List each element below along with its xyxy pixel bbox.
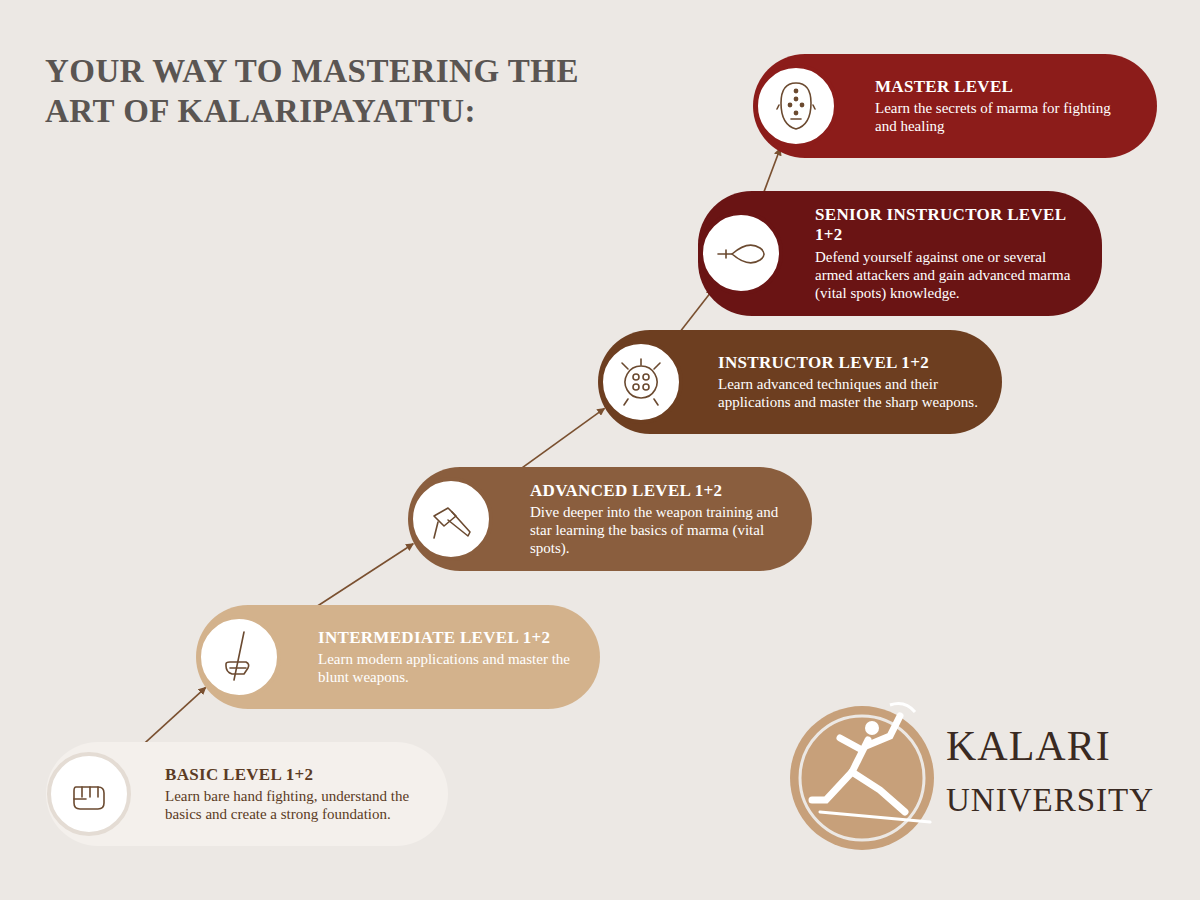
level-description: Defend yourself against one or several a…: [815, 248, 1080, 302]
icon-stroke: [230, 667, 246, 669]
icon-drawing: [74, 787, 104, 809]
level-text: ADVANCED LEVEL 1+2Dive deeper into the w…: [530, 467, 812, 571]
level-pill: ADVANCED LEVEL 1+2Dive deeper into the w…: [408, 467, 812, 571]
icon-ring: [199, 617, 279, 697]
icon-stroke: [624, 399, 658, 405]
level-text: SENIOR INSTRUCTOR LEVEL 1+2Defend yourse…: [815, 191, 1102, 316]
icon-drawing: [718, 245, 764, 263]
level-pill: INSTRUCTOR LEVEL 1+2Learn advanced techn…: [598, 330, 1002, 434]
marma-point: [800, 103, 803, 106]
diagram-title: YOUR WAY TO MASTERING THE ART OF KALARIP…: [45, 52, 605, 131]
icon-stroke: [74, 787, 104, 809]
logo-figure: [812, 716, 905, 812]
level-description: Learn the secrets of marma for fighting …: [875, 99, 1135, 135]
marma-point: [794, 111, 797, 114]
icon-stroke: [74, 798, 86, 800]
icon-ring: [49, 754, 129, 834]
marma-point: [794, 97, 797, 100]
level-icon: [46, 751, 132, 837]
icon-stroke: [726, 250, 732, 258]
level-pill: MASTER LEVELLearn the secrets of marma f…: [753, 54, 1157, 158]
level-description: Learn advanced techniques and their appl…: [718, 375, 980, 411]
icon-stroke: [732, 245, 764, 263]
icon-stroke: [625, 366, 657, 398]
level-icon: [598, 339, 684, 425]
level-heading: ADVANCED LEVEL 1+2: [530, 481, 790, 501]
icon-stroke: [781, 83, 811, 129]
icon-drawing: [622, 359, 660, 405]
logo-ring: [800, 716, 924, 840]
icon-stroke: [777, 105, 815, 109]
level-pill: BASIC LEVEL 1+2Learn bare hand fighting,…: [46, 742, 448, 846]
level-icon: [408, 476, 494, 562]
icon-stroke: [718, 254, 726, 256]
logo-stick: [820, 812, 930, 822]
logo-wordmark: UNIVERSITY: [946, 782, 1154, 819]
icon-stroke: [82, 787, 98, 797]
icon-stroke: [791, 118, 801, 120]
level-icon: [753, 63, 839, 149]
icon-stroke: [434, 522, 438, 538]
level-text: MASTER LEVELLearn the secrets of marma f…: [875, 54, 1157, 158]
icon-ring: [601, 342, 681, 422]
icon-stroke: [448, 512, 470, 536]
level-pill: SENIOR INSTRUCTOR LEVEL 1+2Defend yourse…: [698, 191, 1102, 316]
level-text: BASIC LEVEL 1+2Learn bare hand fighting,…: [165, 742, 448, 846]
shield-boss: [643, 374, 649, 380]
icon-drawing: [434, 508, 470, 538]
level-heading: BASIC LEVEL 1+2: [165, 765, 426, 785]
icon-drawing: [226, 632, 249, 680]
level-text: INSTRUCTOR LEVEL 1+2Learn advanced techn…: [718, 330, 1002, 434]
logo-disc: [790, 706, 934, 850]
level-description: Dive deeper into the weapon training and…: [530, 503, 790, 557]
shield-boss: [633, 374, 639, 380]
icon-drawing: [777, 83, 815, 129]
shield-boss: [633, 384, 639, 390]
icon-ring: [411, 479, 491, 559]
level-description: Learn bare hand fighting, understand the…: [165, 787, 426, 823]
level-heading: INTERMEDIATE LEVEL 1+2: [318, 628, 578, 648]
level-heading: INSTRUCTOR LEVEL 1+2: [718, 353, 980, 373]
icon-ring: [701, 213, 781, 293]
icon-stroke: [622, 359, 660, 369]
icon-ring: [756, 66, 836, 146]
level-heading: MASTER LEVEL: [875, 77, 1135, 97]
level-pill: INTERMEDIATE LEVEL 1+2Learn modern appli…: [196, 605, 600, 709]
level-text: INTERMEDIATE LEVEL 1+2Learn modern appli…: [318, 605, 600, 709]
logo-shield: [890, 704, 915, 712]
shield-boss: [643, 384, 649, 390]
marma-point: [788, 103, 791, 106]
level-heading: SENIOR INSTRUCTOR LEVEL 1+2: [815, 205, 1080, 246]
logo-wordmark: KALARI: [946, 722, 1111, 770]
icon-stroke: [234, 632, 244, 680]
level-icon: [196, 614, 282, 700]
marma-point: [794, 89, 797, 92]
level-description: Learn modern applications and master the…: [318, 650, 578, 686]
level-icon: [698, 210, 784, 296]
icon-stroke: [226, 662, 249, 674]
